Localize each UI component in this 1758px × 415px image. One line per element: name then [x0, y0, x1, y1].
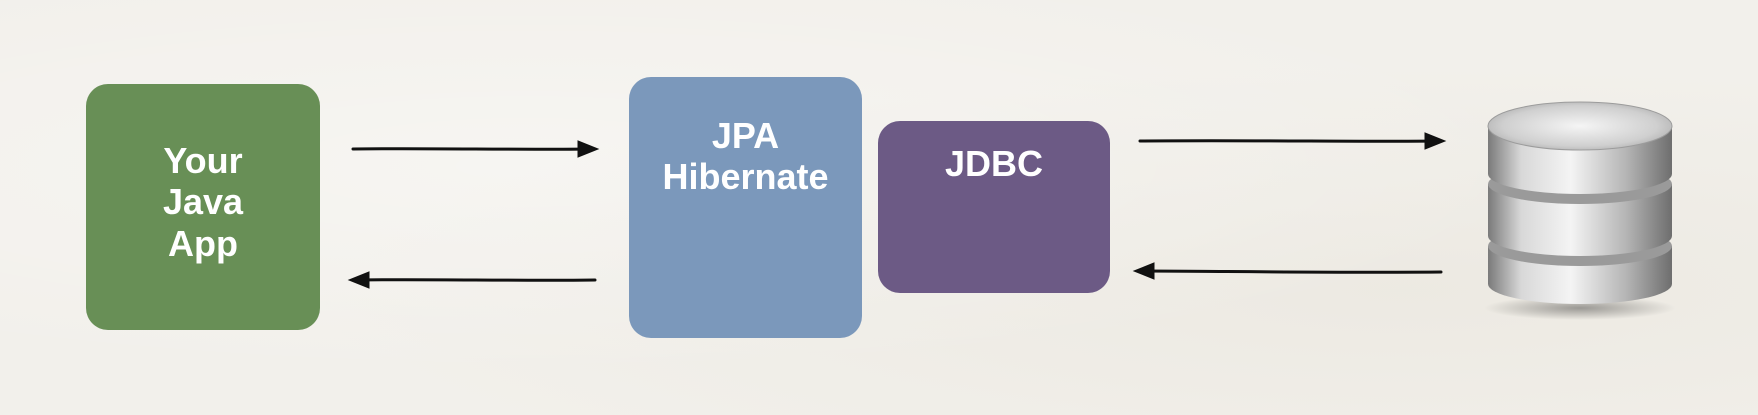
- jdbc-label: JDBC: [944, 143, 1043, 184]
- jpa-label: JPA: [711, 115, 780, 156]
- java-app-box: Your Java App: [86, 84, 320, 330]
- jdbc-box: JDBC: [878, 121, 1110, 293]
- arrow-jpa-to-app: [347, 271, 597, 289]
- java-app-label-line-2: Java: [162, 181, 244, 223]
- jpa-hibernate-box: JPA Hibernate: [629, 77, 862, 338]
- java-app-label-line-3: App: [168, 222, 238, 264]
- java-app-label-line-1: Your: [163, 140, 243, 181]
- arrow-database-to-jdbc: [1132, 262, 1443, 280]
- database-icon: [1484, 101, 1676, 320]
- arrow-app-to-jpa: [351, 140, 600, 158]
- hibernate-label: Hibernate: [662, 156, 829, 198]
- arrow-jdbc-to-database: [1138, 132, 1447, 150]
